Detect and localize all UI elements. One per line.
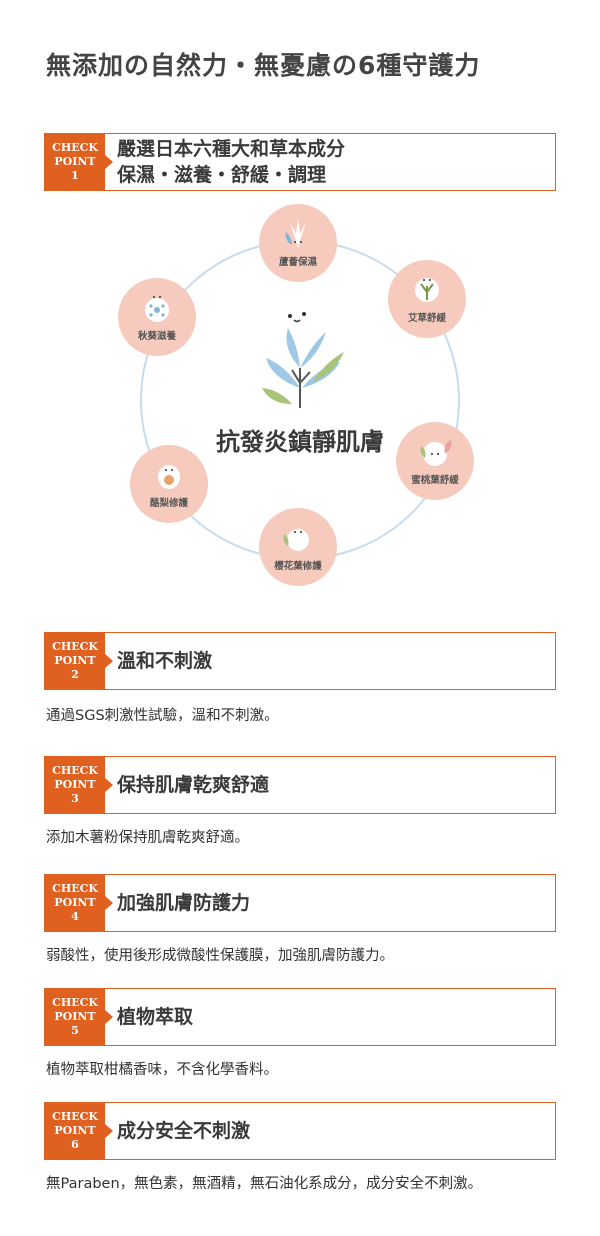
- check-title: 加強肌膚防護力: [117, 892, 251, 914]
- node-okra: 秋葵滋養: [118, 278, 196, 356]
- node-avocado: 酪梨修護: [130, 445, 208, 523]
- node-mugwort: 艾草舒緩: [388, 260, 466, 338]
- badge-arrow-icon: [104, 1123, 113, 1139]
- check-desc: 通過SGS刺激性試驗，溫和不刺激。: [46, 708, 279, 724]
- avocado-icon: [158, 465, 180, 489]
- sakura-leaf-icon: [283, 529, 309, 551]
- mugwort-icon: [415, 278, 439, 302]
- check-title: 成分安全不刺激: [117, 1120, 251, 1142]
- check-title: 溫和不刺激: [117, 650, 213, 672]
- badge-arrow-icon: [104, 895, 113, 911]
- node-aloe: 蘆薈保濕: [259, 204, 337, 282]
- peach-leaf-icon: [420, 440, 452, 466]
- page-title: 無添加の自然力・無憂慮の6種守護力: [46, 51, 481, 80]
- center-title: 抗發炎鎮靜肌膚: [216, 428, 384, 456]
- plant-mascot-icon: [262, 312, 344, 408]
- check-title: 保持肌膚乾爽舒適: [117, 774, 270, 796]
- check-desc: 弱酸性，使用後形成微酸性保護膜，加強肌膚防護力。: [46, 948, 394, 964]
- node-sakura-leaf: 櫻花葉修護: [259, 508, 337, 586]
- check-desc: 無Paraben，無色素，無酒精，無石油化系成分，成分安全不刺激。: [46, 1176, 483, 1192]
- check-desc: 植物萃取柑橘香味，不含化學香料。: [46, 1062, 278, 1078]
- check-title: 植物萃取: [117, 1006, 194, 1028]
- badge-arrow-icon: [104, 1009, 113, 1025]
- badge-arrow-icon: [104, 653, 113, 669]
- badge-arrow-icon: [104, 154, 113, 170]
- ingredient-diagram: 抗發炎鎮靜肌膚 蘆薈保濕 艾草舒緩 蜜桃葉舒緩 櫻: [0, 190, 600, 610]
- aloe-icon: [285, 218, 306, 248]
- check-title: 嚴選日本六種大和草本成分 保濕・滋養・舒緩・調理: [117, 138, 346, 186]
- check-desc: 添加木薯粉保持肌膚乾爽舒適。: [46, 830, 249, 846]
- okra-icon: [145, 296, 169, 322]
- badge-arrow-icon: [104, 777, 113, 793]
- node-peach-leaf: 蜜桃葉舒緩: [396, 422, 474, 500]
